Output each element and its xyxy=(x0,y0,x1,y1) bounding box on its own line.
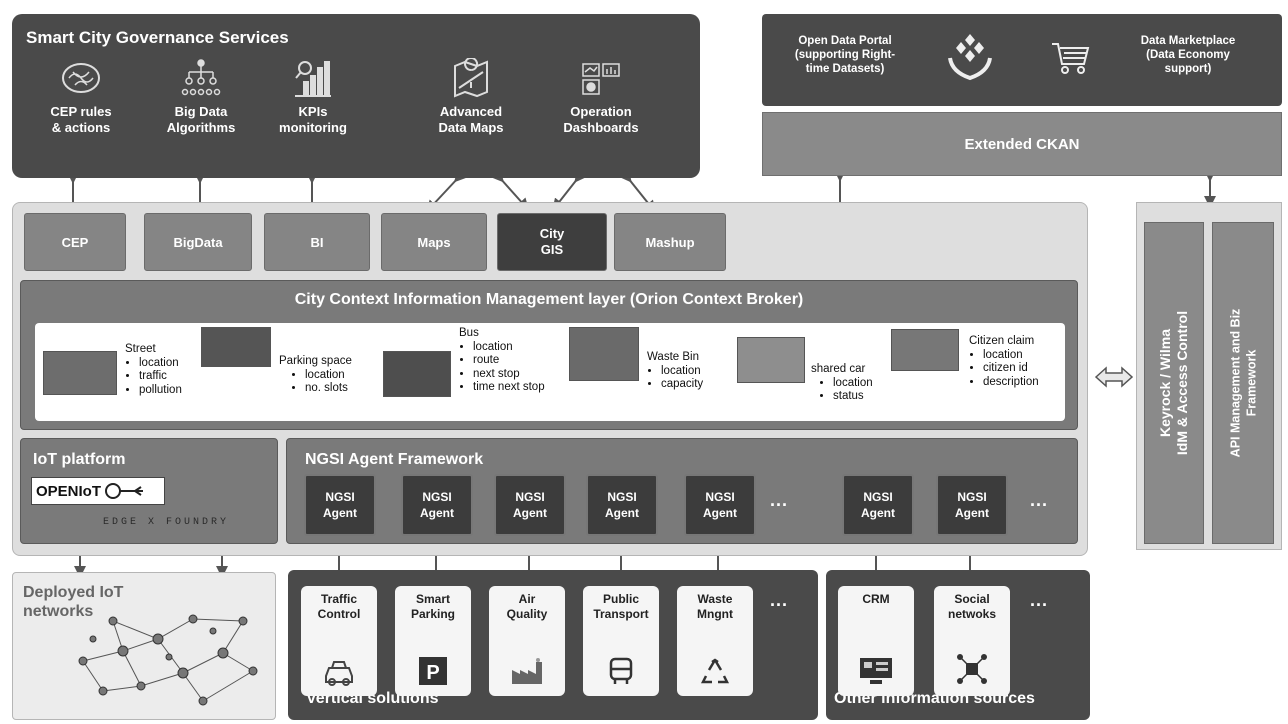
ngsi-ellipsis: ... xyxy=(1030,490,1049,510)
hierarchy-icon xyxy=(181,59,221,96)
social-network-icon xyxy=(957,654,987,684)
component-bigdata: BigData xyxy=(144,213,252,271)
edgex-foundry-logo: EDGE X FOUNDRY xyxy=(103,517,230,528)
source-social-networks: Social netwoks xyxy=(934,586,1010,696)
entity-shared-car: shared car locationstatus xyxy=(811,363,873,404)
service-label: CEP rules & actions xyxy=(50,104,112,135)
service-label: Advanced Data Maps xyxy=(438,104,504,135)
vertical-public-transport: Public Transport xyxy=(583,586,659,696)
service-big-data: Big Data Algorithms xyxy=(146,58,256,136)
open-data-portal-label: Open Data Portal (supporting Right- time… xyxy=(794,35,896,75)
entity-street: Street locationtrafficpollution xyxy=(125,343,182,397)
service-label: Big Data Algorithms xyxy=(166,104,236,135)
ngsi-agent: NGSI Agent xyxy=(304,474,376,536)
bus-icon xyxy=(609,657,633,684)
deployed-iot-panel: Deployed IoT networks xyxy=(12,572,276,720)
ngsi-ellipsis: ... xyxy=(770,490,789,510)
component-city-gis: City GIS xyxy=(497,213,607,271)
openiot-logo: OPENIoT xyxy=(31,477,165,505)
context-layer-panel: City Context Information Management laye… xyxy=(20,280,1078,430)
brain-icon xyxy=(62,63,100,93)
ngsi-agent: NGSI Agent xyxy=(842,474,914,536)
entity-parking-space: Parking space locationno. slots xyxy=(279,355,352,396)
car-icon xyxy=(325,661,353,686)
data-marketplace-label: Data Marketplace (Data Economy support) xyxy=(1140,35,1236,75)
vertical-traffic-control: Traffic Control xyxy=(301,586,377,696)
iot-platform-panel: IoT platform OPENIoT EDGE X FOUNDRY xyxy=(20,438,278,544)
ngsi-framework-title: NGSI Agent Framework xyxy=(305,451,484,468)
dashboard-icon xyxy=(582,63,620,95)
component-maps: Maps xyxy=(381,213,487,271)
vertical-air-quality: Air Quality xyxy=(489,586,565,696)
entities-panel: Street locationtrafficpollution Parking … xyxy=(35,323,1065,421)
map-icon xyxy=(454,58,488,98)
vertical-ellipsis: ... xyxy=(770,590,789,610)
keyrock-label: Keyrock / Wilma IdM & Access Control xyxy=(1157,310,1191,456)
component-cep: CEP xyxy=(24,213,126,271)
component-bi: BI xyxy=(264,213,370,271)
deployed-iot-title: Deployed IoT networks xyxy=(23,584,124,620)
data-hands-icon xyxy=(948,34,992,81)
component-mashup: Mashup xyxy=(614,213,726,271)
service-cep-rules: CEP rules & actions xyxy=(26,58,136,136)
citizen-claim-photo xyxy=(891,329,959,371)
entity-citizen-claim: Citizen claim locationcitizen iddescript… xyxy=(969,335,1039,389)
api-management-column: API Management and Biz Framework xyxy=(1212,222,1274,544)
recycle-icon xyxy=(700,658,730,684)
ngsi-agent: NGSI Agent xyxy=(936,474,1008,536)
ngsi-agent: NGSI Agent xyxy=(494,474,566,536)
bus-photo xyxy=(383,351,451,397)
parking-icon: P xyxy=(419,657,447,685)
source-crm: CRM xyxy=(838,586,914,696)
shopping-cart-icon xyxy=(1052,43,1090,74)
service-label: KPIs monitoring xyxy=(279,104,347,135)
other-ellipsis: ... xyxy=(1030,590,1049,610)
double-arrow-icon xyxy=(1094,366,1134,388)
waste-bin-photo xyxy=(569,327,639,381)
governance-title: Smart City Governance Services xyxy=(26,28,289,47)
vertical-waste-management: Waste Mngnt xyxy=(677,586,753,696)
shared-car-photo xyxy=(737,337,805,383)
iot-network-graph xyxy=(78,614,258,706)
svg-text:P: P xyxy=(426,662,439,684)
kpi-chart-icon xyxy=(295,61,331,97)
entity-waste-bin: Waste Bin locationcapacity xyxy=(647,351,703,392)
extended-ckan-bar: Extended CKAN xyxy=(762,112,1282,176)
openiot-key-icon xyxy=(105,483,144,499)
governance-services-panel: Smart City Governance Services CEP rules… xyxy=(12,14,700,178)
ngsi-agent: NGSI Agent xyxy=(401,474,473,536)
service-data-maps: Advanced Data Maps xyxy=(416,58,526,136)
context-layer-title: City Context Information Management laye… xyxy=(294,291,804,308)
open-data-panel: Open Data Portal (supporting Right- time… xyxy=(762,14,1282,106)
entity-bus: Bus locationroutenext stoptime next stop xyxy=(459,327,545,395)
crm-icon xyxy=(860,658,892,684)
api-management-label: API Management and Biz Framework xyxy=(1228,308,1259,458)
parking-photo xyxy=(201,327,271,367)
ngsi-agent: NGSI Agent xyxy=(586,474,658,536)
keyrock-column: Keyrock / Wilma IdM & Access Control xyxy=(1144,222,1204,544)
vertical-smart-parking: Smart Parking P xyxy=(395,586,471,696)
service-label: Operation Dashboards xyxy=(563,104,639,135)
street-photo xyxy=(43,351,117,395)
factory-icon xyxy=(512,658,542,684)
extended-ckan-label: Extended CKAN xyxy=(964,135,1080,153)
ngsi-agent: NGSI Agent xyxy=(684,474,756,536)
iot-platform-title: IoT platform xyxy=(33,451,126,468)
service-dashboards: Operation Dashboards xyxy=(546,58,656,136)
service-kpis: KPIs monitoring xyxy=(258,58,368,136)
